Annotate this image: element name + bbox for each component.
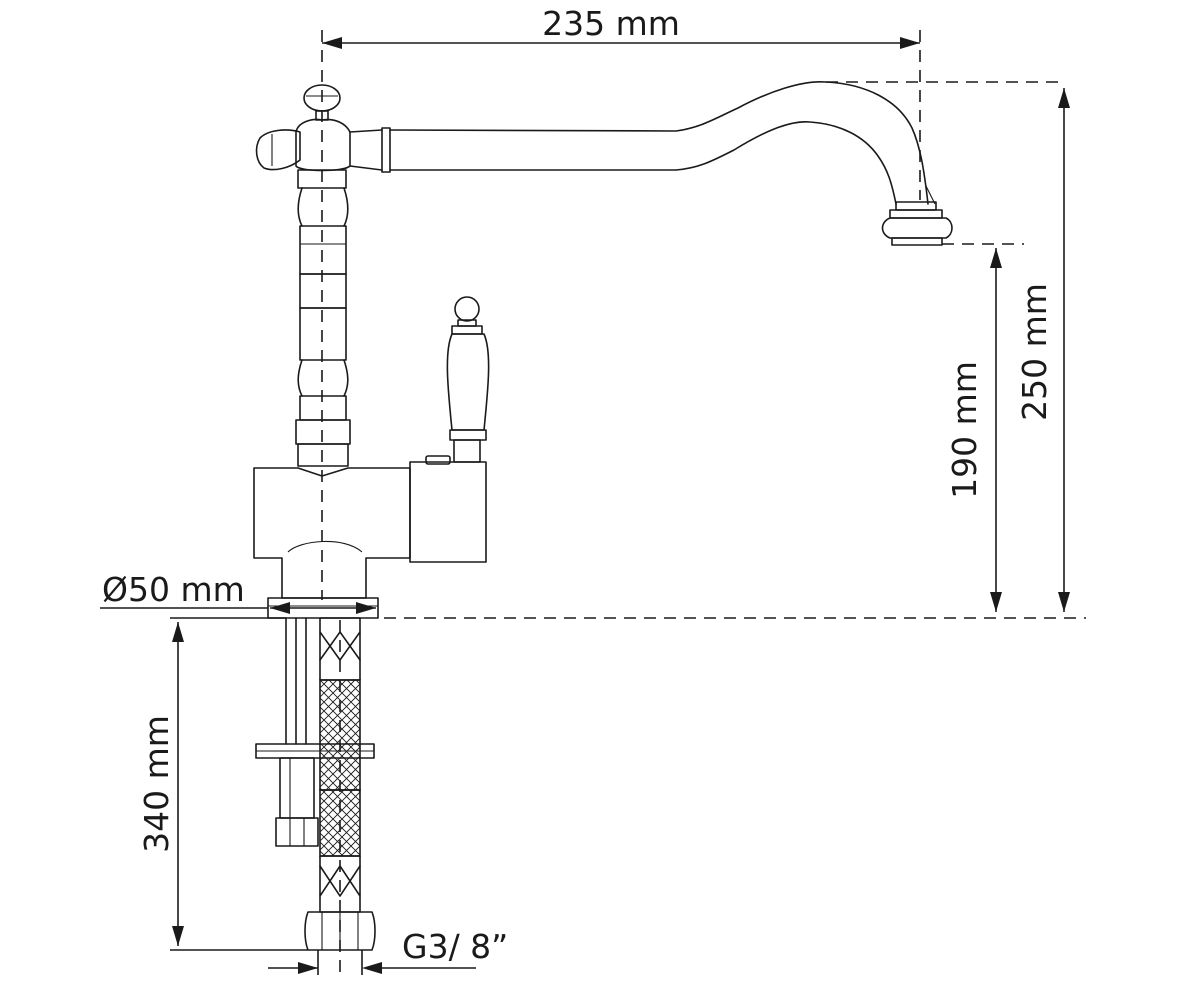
hose-length-label: 340 mm <box>137 715 176 853</box>
column <box>295 169 351 467</box>
arrowhead <box>172 622 184 642</box>
side-cap <box>255 129 301 171</box>
spout-collar <box>349 127 391 173</box>
spout <box>389 81 936 205</box>
arrowhead <box>990 592 1002 612</box>
dimension-total-height: 250 mm <box>1015 88 1070 612</box>
dimension-spout-reach: 235 mm <box>322 4 920 49</box>
arrowhead <box>362 962 382 974</box>
main-body <box>253 467 411 599</box>
thread-label: G3/ 8” <box>402 927 508 966</box>
reference-lines <box>100 30 1086 975</box>
arrowhead <box>1058 592 1070 612</box>
spout-reach-label: 235 mm <box>542 4 680 43</box>
base-diameter-label: Ø50 mm <box>102 570 245 609</box>
arrowhead <box>900 37 920 49</box>
aerator <box>881 201 953 246</box>
arrowhead <box>356 602 376 614</box>
head-hub <box>295 118 351 172</box>
dimension-base-diameter: Ø50 mm <box>102 570 376 614</box>
arrowhead <box>1058 88 1070 108</box>
arrowhead <box>298 962 318 974</box>
dimension-thread: G3/ 8” <box>268 927 508 974</box>
cartridge-housing <box>409 455 487 563</box>
total-height-label: 250 mm <box>1015 283 1054 421</box>
handle-lever <box>446 296 490 463</box>
arrowhead <box>322 37 342 49</box>
faucet-body <box>253 81 953 951</box>
arrowhead <box>172 926 184 946</box>
dimension-hose-length: 340 mm <box>137 622 184 946</box>
arrowhead <box>270 602 290 614</box>
spout-height-label: 190 mm <box>945 361 984 499</box>
dimension-spout-height: 190 mm <box>945 248 1002 612</box>
arrowhead <box>990 248 1002 268</box>
